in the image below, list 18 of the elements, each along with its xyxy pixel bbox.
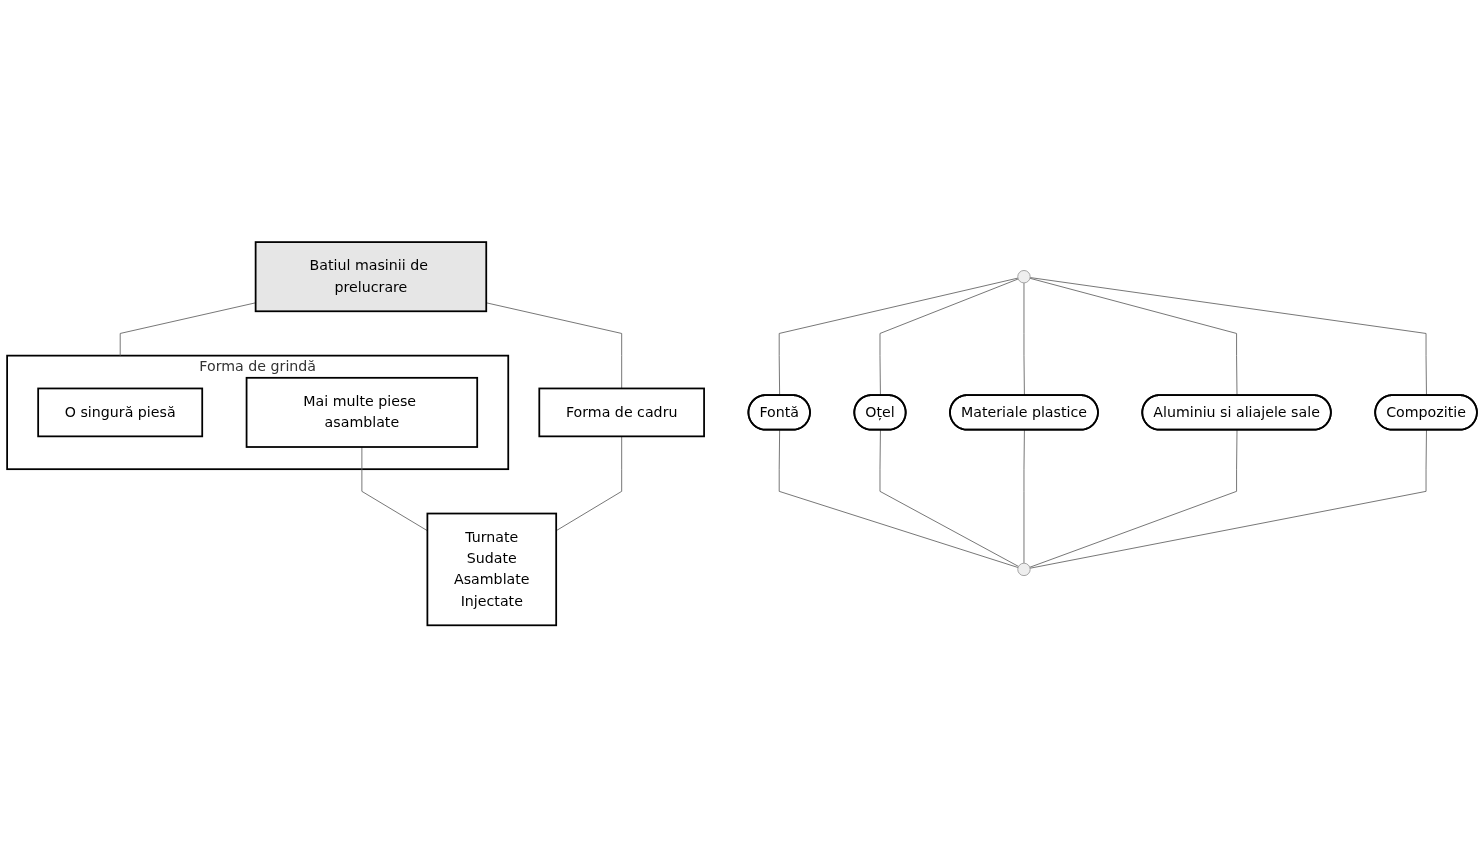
connector <box>1029 277 1427 397</box>
connector <box>1029 278 1238 397</box>
connector <box>1029 430 1427 569</box>
connector <box>1023 430 1025 564</box>
node-box: Forma de cadru <box>538 387 705 438</box>
connector <box>361 446 428 532</box>
node-point <box>1017 270 1031 284</box>
connector <box>879 278 1019 397</box>
node-box: Turnate Sudate Asamblate Injectate <box>426 512 558 627</box>
connector <box>778 277 1019 397</box>
connector <box>1023 282 1025 397</box>
connector <box>778 430 1019 569</box>
connector <box>879 430 1019 568</box>
node-point <box>1017 563 1031 577</box>
node-box: Mai multe piese asamblate <box>245 377 479 449</box>
node-box: Batiul masinii de prelucrare <box>254 241 488 313</box>
connector <box>1029 430 1238 568</box>
node-box: O singură piesă <box>37 387 204 438</box>
